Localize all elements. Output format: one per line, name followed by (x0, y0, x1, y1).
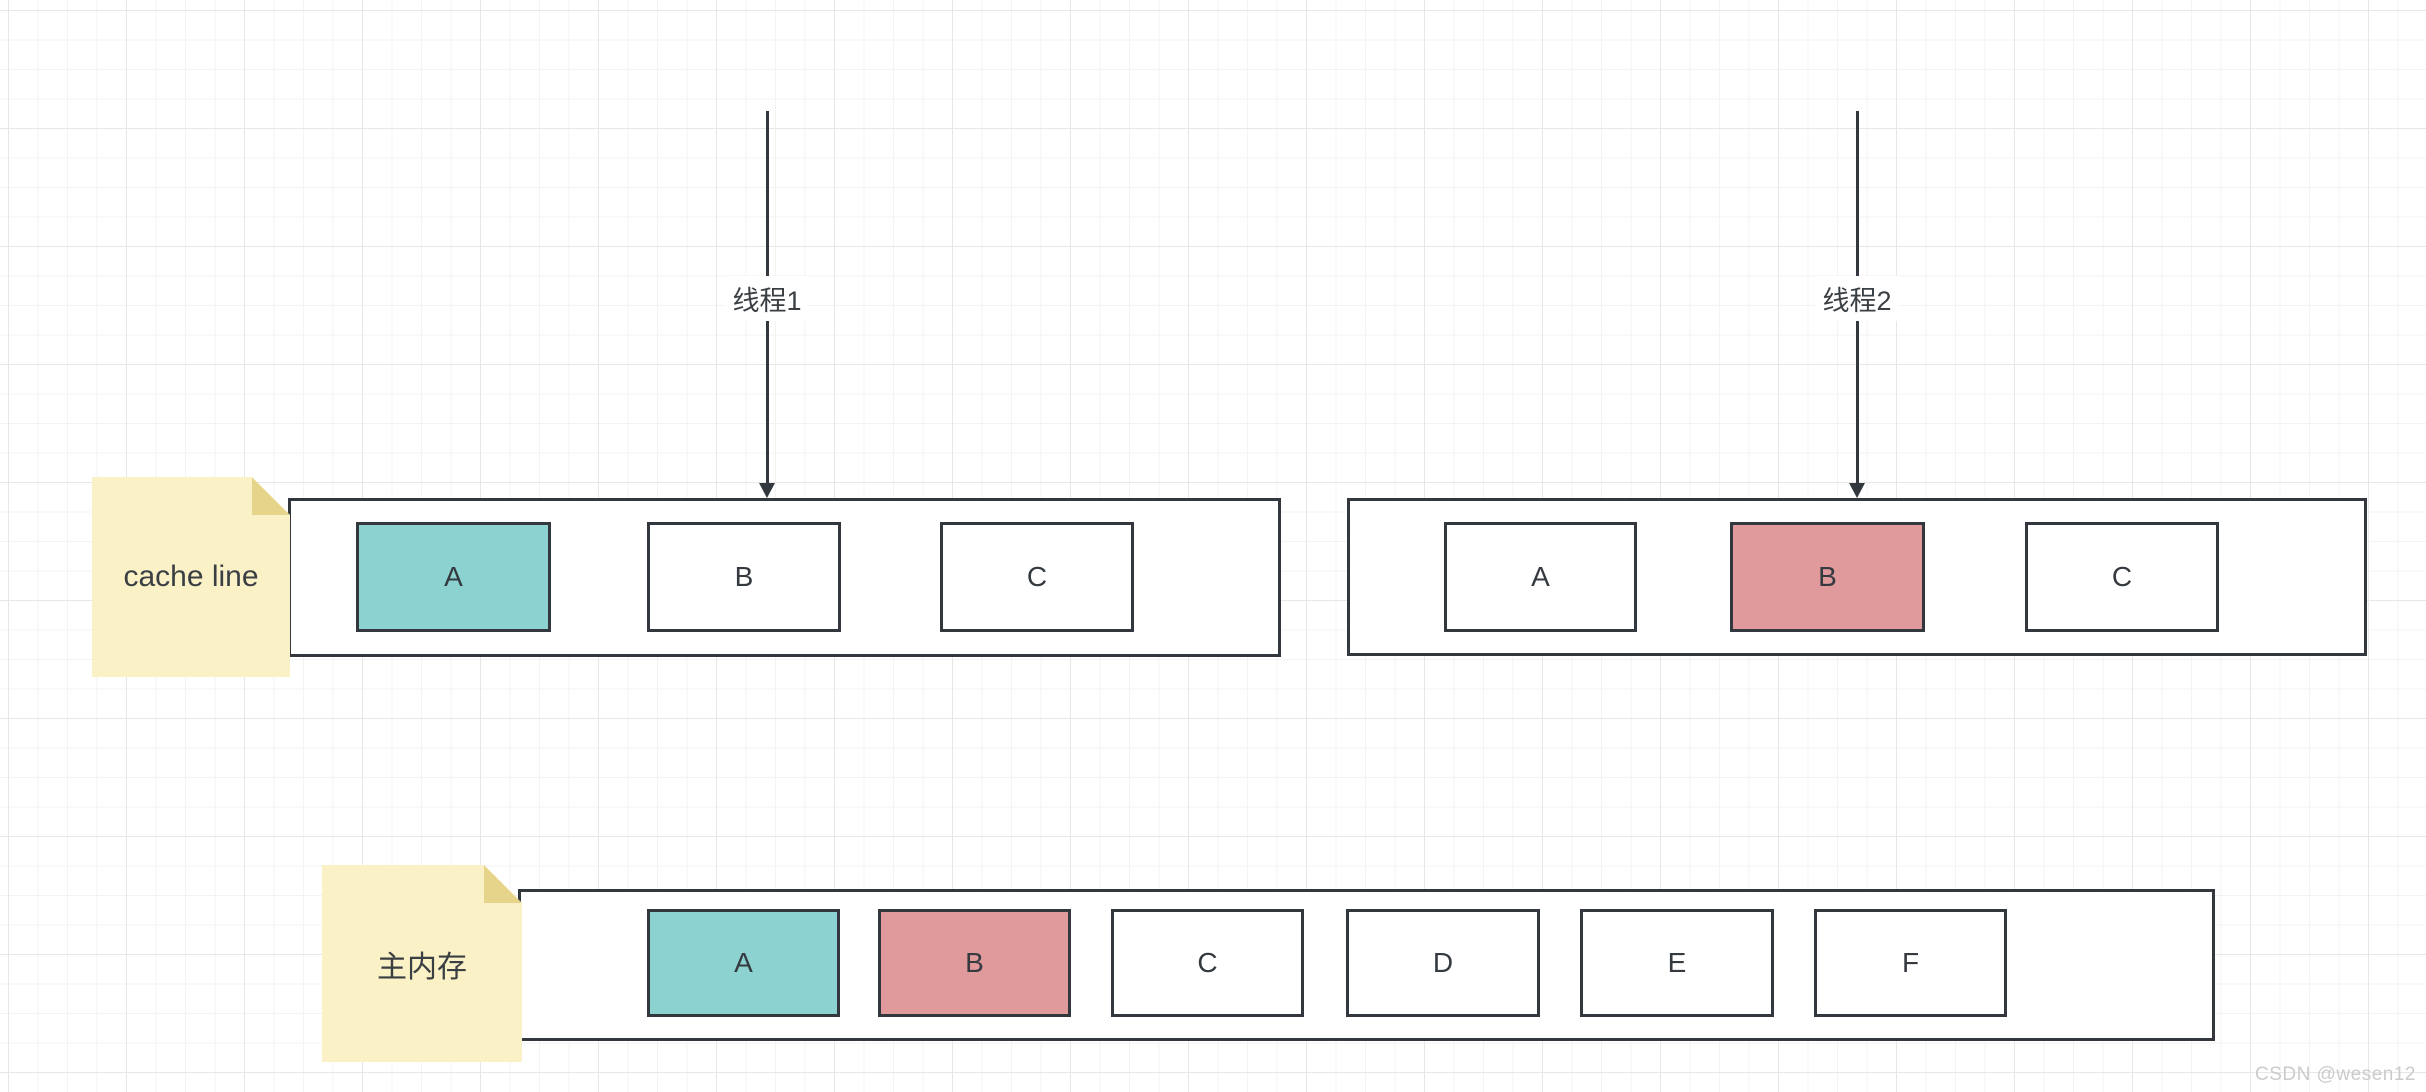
thread2-arrowhead-icon (1849, 483, 1865, 498)
memory-cell-b-label: B (965, 947, 984, 978)
cache-line-note-label: cache line (123, 560, 259, 593)
cache1-cell-b: B (647, 522, 841, 632)
memory-cell-d: D (1346, 909, 1540, 1017)
cache1-cell-c-label: C (1026, 561, 1048, 592)
thread1-label: 线程1 (725, 276, 809, 321)
thread1-arrowhead-icon (759, 483, 775, 498)
memory-cell-e-label: E (1667, 947, 1687, 978)
cache2-cell-c-label: C (2111, 561, 2133, 592)
csdn-watermark: CSDN @wesen12 (2255, 1064, 2416, 1085)
memory-cell-b: B (878, 909, 1071, 1017)
memory-cell-f-label: F (1901, 947, 1920, 978)
memory-cell-c-label: C (1197, 947, 1218, 978)
memory-cell-a-label: A (734, 947, 753, 978)
memory-cell-e: E (1580, 909, 1774, 1017)
cache2-cell-b: B (1730, 522, 1925, 632)
memory-cell-a: A (647, 909, 840, 1017)
memory-cell-d-label: D (1432, 947, 1454, 978)
cache1-cell-a: A (356, 522, 551, 632)
note-fold-icon (484, 865, 522, 903)
main-memory-note: 主内存 (322, 865, 522, 1062)
cache1-cell-b-label: B (734, 561, 754, 592)
cache-line-note: cache line (92, 477, 290, 677)
cache2-cell-a: A (1444, 522, 1637, 632)
note-fold-icon (252, 477, 290, 515)
cache1-cell-c: C (940, 522, 1134, 632)
thread2-label: 线程2 (1815, 276, 1899, 321)
cache2-cell-b-label: B (1818, 561, 1837, 592)
cache2-cell-c: C (2025, 522, 2219, 632)
main-memory-note-label: 主内存 (377, 950, 467, 984)
memory-cell-f: F (1814, 909, 2007, 1017)
cache1-cell-a-label: A (444, 561, 463, 592)
memory-cell-c: C (1111, 909, 1304, 1017)
cache2-cell-a-label: A (1531, 561, 1550, 592)
